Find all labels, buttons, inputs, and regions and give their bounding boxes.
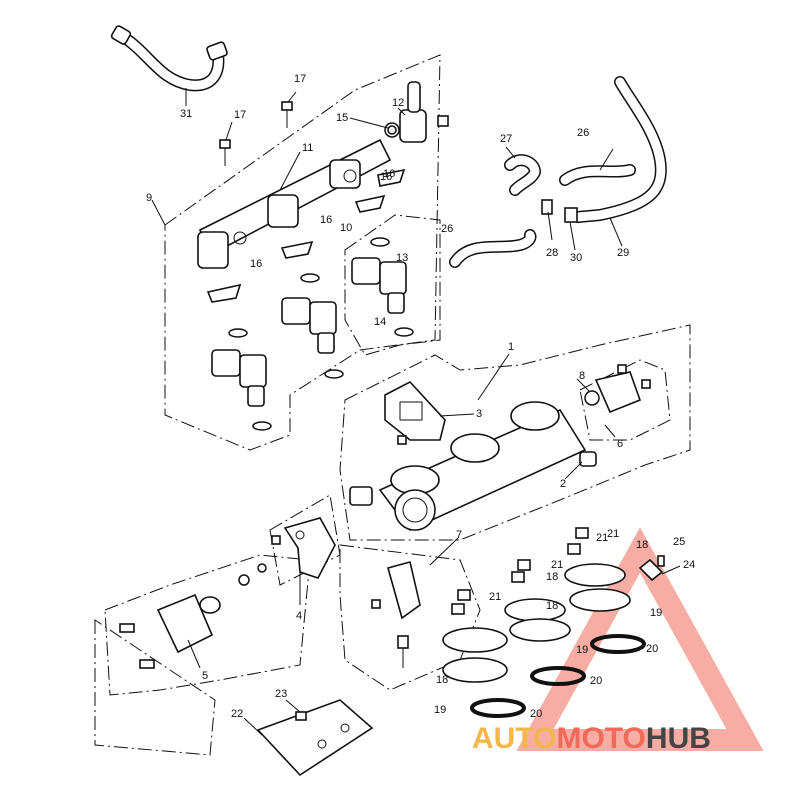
outline-injector-10 bbox=[344, 214, 441, 356]
pressure-regulator-12 bbox=[384, 81, 449, 143]
fuel-hose-31 bbox=[110, 25, 228, 92]
injector-left bbox=[211, 328, 272, 431]
callout-7: 7 bbox=[456, 529, 462, 541]
callout-31: 31 bbox=[180, 108, 192, 120]
outline-throttle-body-group bbox=[339, 324, 691, 541]
plug-2 bbox=[579, 451, 597, 467]
svg-text:AUTOMOTOHUB: AUTOMOTOHUB bbox=[472, 722, 711, 755]
bolts-17 bbox=[219, 101, 293, 166]
vacuum-hoses bbox=[449, 76, 667, 268]
callout-24: 24 bbox=[683, 559, 695, 571]
callout-18d: 18 bbox=[436, 674, 448, 686]
watermark-moto: MOTO bbox=[556, 722, 645, 755]
intake-adapters bbox=[442, 563, 631, 683]
callout-12: 12 bbox=[392, 97, 404, 109]
callout-2: 2 bbox=[560, 478, 566, 490]
callout-26b: 26 bbox=[577, 127, 589, 139]
bracket-4 bbox=[271, 517, 336, 579]
screws-21 bbox=[451, 527, 589, 615]
watermark-hub: HUB bbox=[646, 722, 711, 755]
callout-26a: 26 bbox=[441, 223, 453, 235]
throttle-position-sensor-6 bbox=[584, 364, 651, 414]
callout-19c: 19 bbox=[434, 704, 446, 716]
leader-lines bbox=[151, 88, 681, 736]
callout-23: 23 bbox=[275, 688, 287, 700]
idle-air-control-valve-5 bbox=[119, 563, 267, 669]
callout-19a: 19 bbox=[650, 607, 662, 619]
callout-11: 11 bbox=[302, 142, 313, 154]
callout-6: 6 bbox=[617, 438, 623, 450]
callout-21c: 21 bbox=[489, 591, 501, 603]
callout-22: 22 bbox=[231, 708, 243, 720]
callout-14: 14 bbox=[374, 316, 386, 328]
callout-17a: 17 bbox=[294, 73, 306, 85]
fuel-rail-11 bbox=[197, 138, 392, 269]
callout-8: 8 bbox=[579, 370, 585, 382]
injector-middle bbox=[281, 273, 344, 379]
callout-21b: 21 bbox=[551, 559, 563, 571]
callout-18c: 18 bbox=[546, 600, 558, 612]
outline-bracket-7 bbox=[339, 544, 481, 691]
callout-21a: 21 bbox=[607, 528, 619, 540]
watermark-auto: AUTO bbox=[472, 722, 556, 755]
watermark-logo: AUTOMOTOHUB bbox=[472, 722, 711, 755]
watermark-triangle bbox=[516, 527, 764, 751]
callout-20b: 20 bbox=[590, 675, 602, 687]
callout-5: 5 bbox=[202, 670, 208, 682]
callout-29: 29 bbox=[617, 247, 629, 259]
callout-4: 4 bbox=[296, 610, 302, 622]
callout-30: 30 bbox=[570, 252, 582, 264]
bracket-22 bbox=[256, 699, 374, 777]
o-rings-20 bbox=[470, 634, 646, 718]
bracket-7 bbox=[371, 561, 421, 668]
callout-labels: 1 2 3 4 5 6 7 8 9 10 11 12 13 14 15 16 1… bbox=[146, 73, 695, 720]
callout-28: 28 bbox=[546, 247, 558, 259]
callout-16c: 16 bbox=[380, 171, 392, 183]
outline-tps-group bbox=[579, 359, 671, 441]
callout-16a: 16 bbox=[250, 258, 262, 270]
callout-16d: 16 bbox=[383, 168, 395, 180]
callout-21d: 21 bbox=[596, 532, 608, 544]
callout-15: 15 bbox=[336, 112, 348, 124]
callout-9: 9 bbox=[146, 192, 152, 204]
callout-18a: 18 bbox=[636, 539, 648, 551]
callout-20c: 20 bbox=[530, 708, 542, 720]
callout-16b: 16 bbox=[320, 214, 332, 226]
callout-17b: 17 bbox=[234, 109, 246, 121]
callout-3: 3 bbox=[476, 408, 482, 420]
callout-18b: 18 bbox=[546, 571, 558, 583]
callout-19b: 19 bbox=[576, 644, 588, 656]
callout-25: 25 bbox=[673, 536, 685, 548]
callout-13: 13 bbox=[396, 252, 408, 264]
callout-1: 1 bbox=[508, 341, 514, 353]
outline-iacv-group bbox=[104, 554, 311, 696]
callout-10: 10 bbox=[340, 222, 352, 234]
callout-27: 27 bbox=[500, 133, 512, 145]
injectors bbox=[211, 237, 414, 431]
injector-10 bbox=[351, 237, 414, 337]
parts-24-25 bbox=[638, 555, 665, 582]
outline-lower-left bbox=[94, 619, 216, 756]
clips-16 bbox=[206, 168, 406, 303]
throttle-bodies-1 bbox=[349, 401, 587, 531]
bracket-3 bbox=[384, 381, 446, 445]
callout-20a: 20 bbox=[646, 643, 658, 655]
